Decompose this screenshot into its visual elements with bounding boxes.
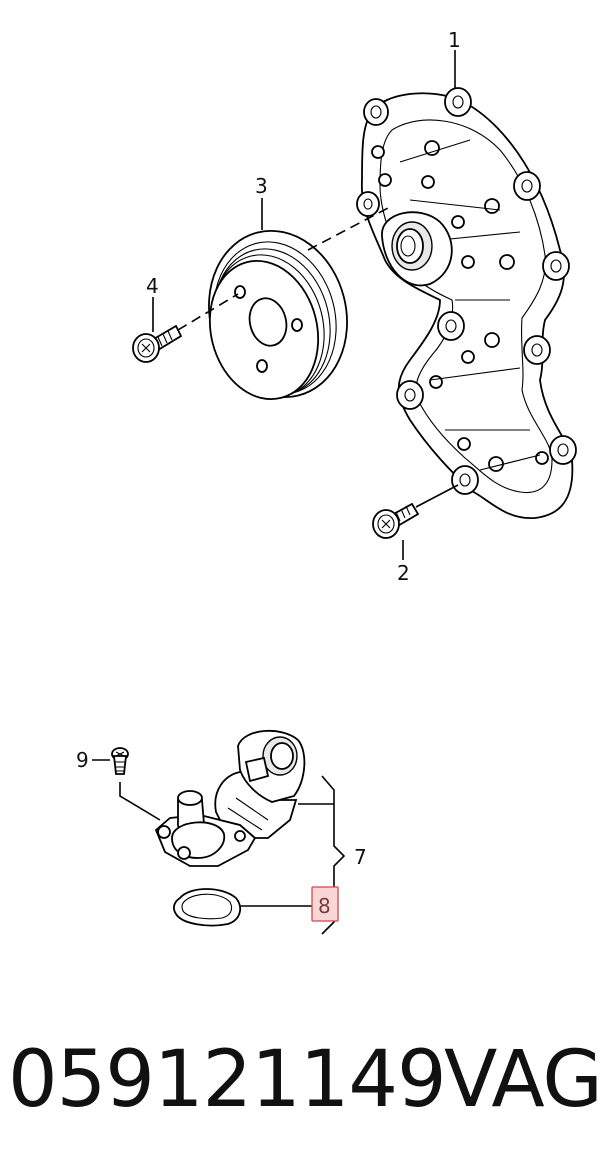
caption-bar: 059121149 VAG — [0, 1030, 600, 1130]
callout-7[interactable]: 7 — [354, 845, 367, 869]
callout-1[interactable]: 1 — [448, 28, 461, 52]
callout-3[interactable]: 3 — [255, 174, 268, 198]
bolt-part-2 — [372, 502, 420, 539]
internal-studs — [371, 140, 549, 472]
pump-shaft-opening — [381, 211, 453, 287]
pump-housing-part-1 — [356, 87, 577, 519]
bolt-part-4 — [132, 324, 183, 363]
exploded-parts-diagram: 1 2 3 4 7 8 9 — [76, 28, 577, 935]
brand-label: VAG — [444, 1035, 600, 1125]
callout-8[interactable]: 8 — [318, 894, 331, 918]
part-number: 059121149 — [8, 1035, 447, 1125]
callout-8-highlight — [311, 886, 339, 922]
screw-part-9 — [111, 747, 129, 775]
assembly-line-bolt-to-pulley — [177, 293, 239, 331]
thermostat-housing-part-7 — [154, 729, 306, 867]
leader-line-bolt-2-to-housing — [415, 484, 459, 508]
callout-4[interactable]: 4 — [146, 274, 159, 298]
bolt-bosses — [356, 87, 577, 495]
gasket-part-8 — [173, 888, 242, 927]
pulley-part-3 — [208, 229, 348, 401]
bracket-callout-7 — [298, 775, 346, 935]
callout-9[interactable]: 9 — [76, 748, 89, 772]
callout-2[interactable]: 2 — [397, 561, 410, 585]
leader-line-9-to-housing — [119, 782, 161, 821]
